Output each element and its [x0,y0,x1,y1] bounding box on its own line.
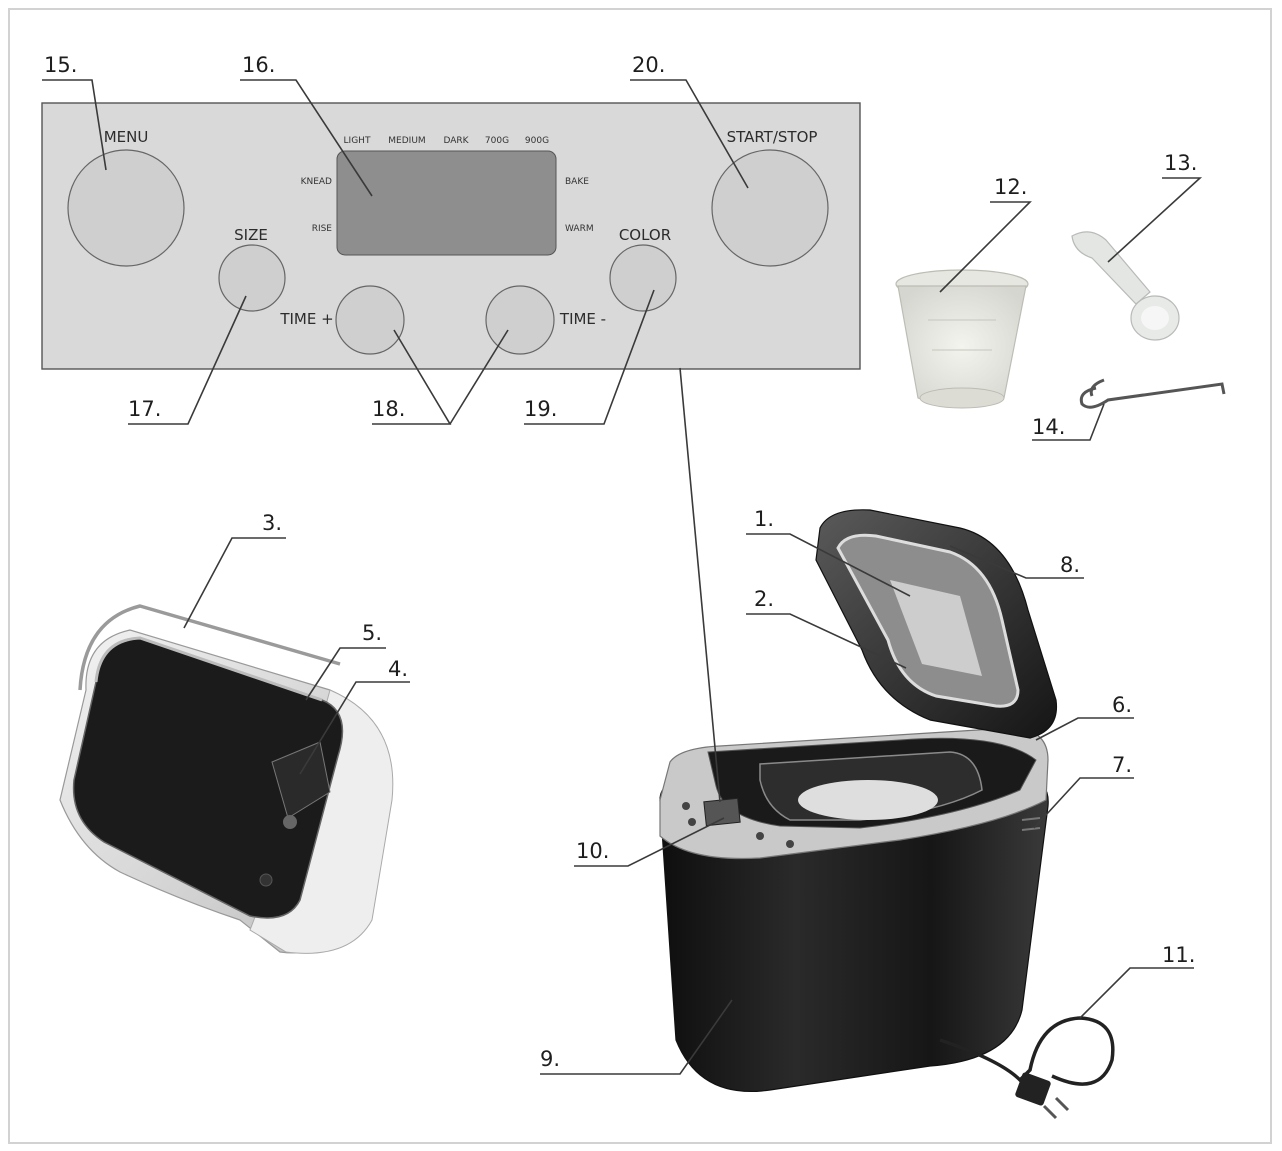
color-button[interactable] [610,245,676,311]
lcd-label-knead: KNEAD [301,177,332,187]
time-plus-button[interactable] [336,286,404,354]
lcd-label-dark: DARK [443,136,469,146]
color-button-label: COLOR [619,226,671,244]
size-button[interactable] [219,245,285,311]
control-panel: MENU START/STOP SIZE COLOR TIME + TIME -… [42,103,860,369]
callout-12: 12. [994,175,1027,199]
callout-8: 8. [1060,553,1080,577]
callout-3: 3. [262,511,282,535]
callout-17: 17. [128,397,161,421]
lcd-label-rise: RISE [312,224,333,234]
callout-20: 20. [632,53,665,77]
callout-19: 19. [524,397,557,421]
lcd-label-warm: WARM [565,224,594,234]
start-stop-button-label: START/STOP [727,128,818,146]
callout-18: 18. [372,397,405,421]
baking-pan-icon [60,606,393,953]
callout-2: 2. [754,587,774,611]
callout-13: 13. [1164,151,1197,175]
callout-16: 16. [242,53,275,77]
callout-4: 4. [388,657,408,681]
menu-button[interactable] [68,150,184,266]
callout-6: 6. [1112,693,1132,717]
time-plus-button-label: TIME + [279,310,333,328]
callout-14: 14. [1032,415,1065,439]
lcd-label-700g: 700G [485,136,509,146]
size-button-label: SIZE [234,226,268,244]
callout-7: 7. [1112,753,1132,777]
hook-icon [1081,380,1224,407]
callout-11: 11. [1162,943,1195,967]
start-stop-button[interactable] [712,150,828,266]
callout-1: 1. [754,507,774,531]
callout-15: 15. [44,53,77,77]
lcd-label-bake: BAKE [565,177,589,187]
lcd-label-light: LIGHT [344,136,371,146]
time-minus-button[interactable] [486,286,554,354]
lcd-label-900g: 900G [525,136,549,146]
callout-9: 9. [540,1047,560,1071]
callout-10: 10. [576,839,609,863]
lcd-label-medium: MEDIUM [388,136,425,146]
callout-5: 5. [362,621,382,645]
time-minus-button-label: TIME - [559,310,606,328]
lcd-display [337,151,556,255]
measuring-cup-icon [896,270,1028,408]
menu-button-label: MENU [104,128,149,146]
measuring-spoon-icon [1072,232,1179,340]
